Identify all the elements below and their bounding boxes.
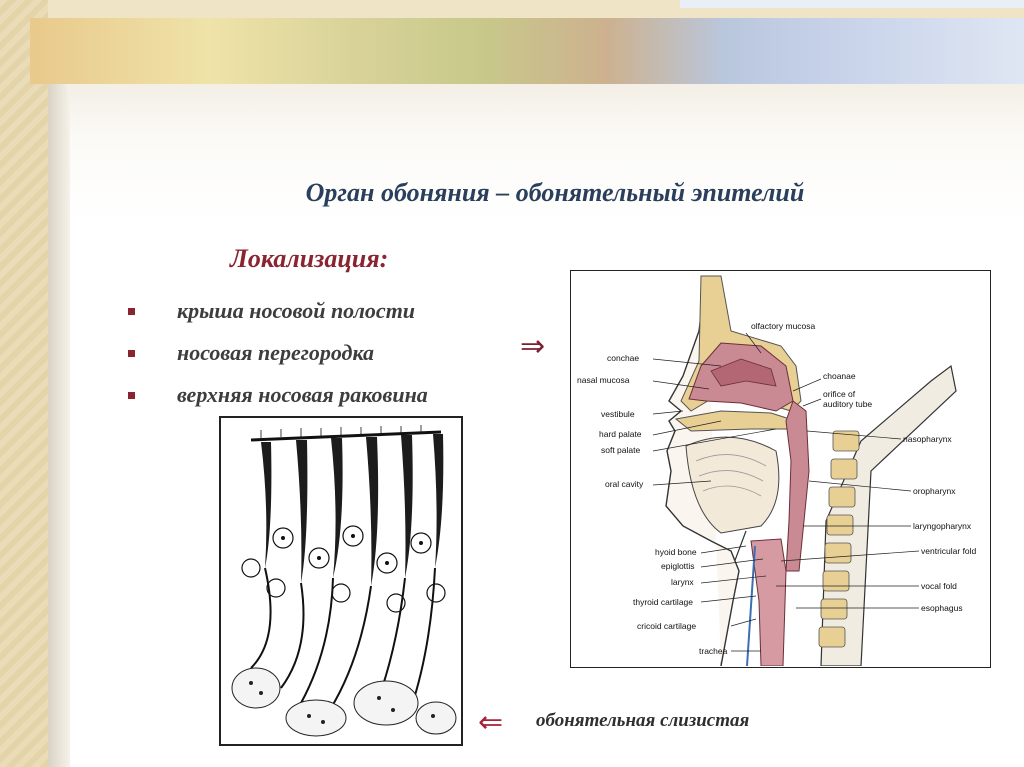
label-larynx: larynx	[671, 577, 694, 587]
arrow-left-icon: ⇐	[478, 706, 504, 739]
label-conchae: conchae	[607, 353, 639, 363]
label-ventricular-fold: ventricular fold	[921, 546, 977, 556]
label-hard-palate: hard palate	[599, 429, 642, 439]
decorative-floral-banner	[30, 18, 1024, 84]
bullet-square-icon	[128, 307, 135, 315]
label-olfactory-mucosa: olfactory mucosa	[751, 321, 816, 331]
anatomy-figure: olfactory mucosa conchae nasal mucosa ch…	[570, 270, 991, 668]
epithelium-figure	[219, 416, 463, 746]
label-nasal-mucosa: nasal mucosa	[577, 375, 630, 385]
bullet-text: верхняя носовая раковина	[177, 382, 428, 407]
figure-caption: обонятельная слизистая	[536, 710, 750, 731]
label-trachea: trachea	[699, 646, 728, 656]
label-oral-cavity: oral cavity	[605, 479, 644, 489]
list-item: крыша носовой полости	[128, 290, 428, 332]
label-oropharynx: oropharynx	[913, 486, 956, 496]
label-vestibule: vestibule	[601, 409, 635, 419]
label-soft-palate: soft palate	[601, 445, 640, 455]
decorative-left-strip	[0, 0, 48, 767]
list-item: верхняя носовая раковина	[128, 374, 428, 416]
bullet-square-icon	[128, 349, 135, 357]
arrow-right-icon: ⇒	[520, 330, 546, 363]
sagittal-section-illustration: olfactory mucosa conchae nasal mucosa ch…	[577, 275, 977, 666]
slide-title: Орган обоняния – обонятельный эпителий	[305, 178, 805, 207]
list-item: носовая перегородка	[128, 332, 428, 374]
label-thyroid-cartilage: thyroid cartilage	[633, 597, 693, 607]
bullet-text: крыша носовой полости	[177, 298, 416, 323]
label-vocal-fold: vocal fold	[921, 581, 957, 591]
label-epiglottis: epiglottis	[661, 561, 695, 571]
label-nasopharynx: nasopharynx	[903, 434, 952, 444]
bullet-square-icon	[128, 391, 135, 399]
label-esophagus: esophagus	[921, 603, 963, 613]
bullet-text: носовая перегородка	[177, 340, 375, 365]
bullet-list: крыша носовой полости носовая перегородк…	[128, 290, 428, 416]
label-choanae: choanae	[823, 371, 856, 381]
olfactory-epithelium-illustration	[221, 418, 461, 744]
slide-subtitle: Локализация:	[230, 244, 389, 273]
decorative-top-band-edge	[680, 0, 1024, 8]
label-hyoid-bone: hyoid bone	[655, 547, 697, 557]
label-orifice-line1: orifice of	[823, 389, 856, 399]
label-laryngopharynx: laryngopharynx	[913, 521, 972, 531]
label-cricoid-cartilage: cricoid cartilage	[637, 621, 696, 631]
label-orifice-line2: auditory tube	[823, 399, 872, 409]
decorative-page-fold	[48, 84, 70, 767]
